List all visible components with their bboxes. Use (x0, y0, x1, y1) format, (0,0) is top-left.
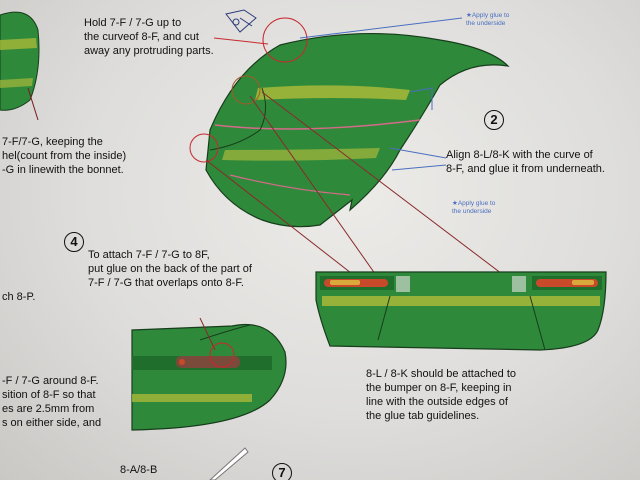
step-number-4: 4 (64, 232, 84, 252)
ch-8p-fragment: ch 8-P. (2, 290, 35, 304)
bottom-fragments (210, 448, 248, 480)
main-body-part (206, 34, 508, 227)
bumper-instruction: 8-L / 8-K should be attached to the bump… (366, 367, 516, 423)
glue-note-top: ★Apply glue to the underside (466, 12, 509, 28)
keeping-instruction: 7-F/7-G, keeping the hel(count from the … (2, 135, 126, 177)
align-instruction: Align 8-L/8-K with the curve of 8-F, and… (446, 148, 605, 176)
partial-part-top-left (0, 12, 39, 120)
around-instruction: -F / 7-G around 8-F. sition of 8-F so th… (2, 374, 101, 430)
glue-note-mid: ★Apply glue to the underside (452, 200, 495, 216)
scissors-icon (226, 10, 256, 32)
part-label-8a8b: 8-A/8-B (120, 463, 157, 477)
attach-instruction: To attach 7-F / 7-G to 8F, put glue on t… (88, 248, 252, 290)
step-number-2: 2 (484, 110, 504, 130)
step-number-7: 7 (272, 463, 292, 480)
bumper-part (316, 272, 606, 350)
step4-part (132, 318, 286, 430)
hold-instruction: Hold 7-F / 7-G up to the curveof 8-F, an… (84, 16, 214, 58)
